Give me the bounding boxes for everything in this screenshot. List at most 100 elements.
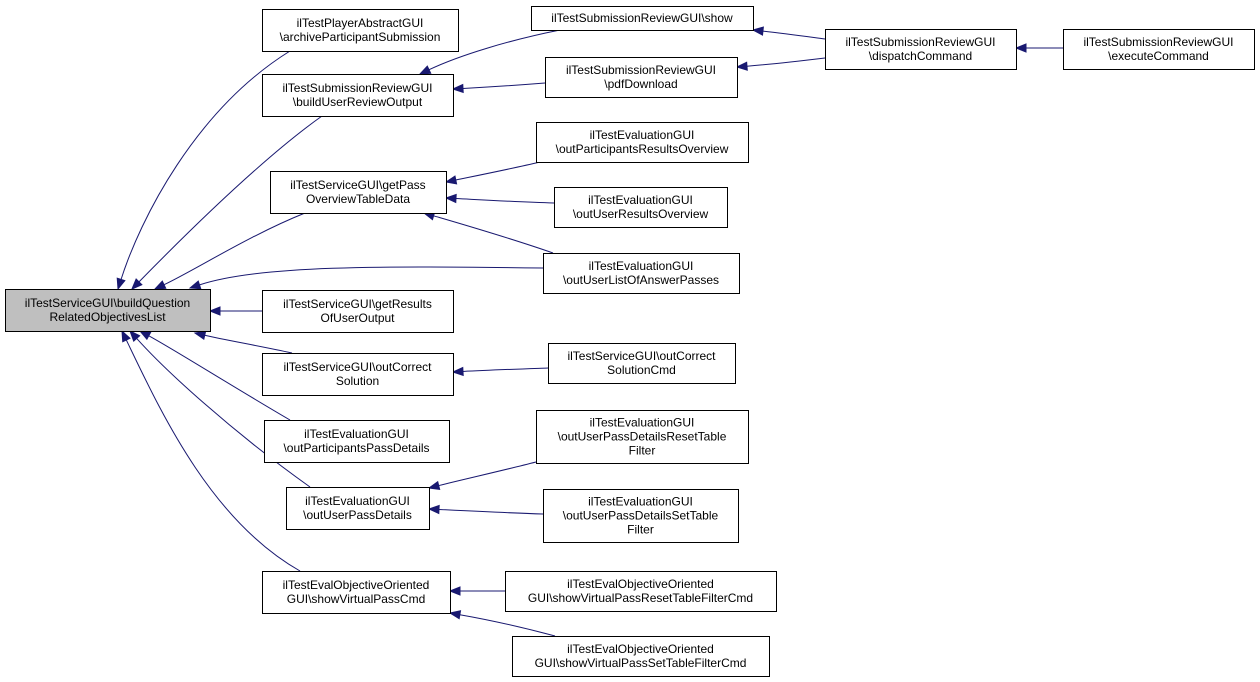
edge-n12-root <box>193 330 293 354</box>
node-label-line: ilTestEvaluationGUI <box>588 495 693 509</box>
node-iltestevaluationgui-outuserresultsoverview[interactable]: ilTestEvaluationGUI\outUserResultsOvervi… <box>554 187 728 228</box>
node-iltestsubmissionreviewgui-dispatchcommand[interactable]: ilTestSubmissionReviewGUI\dispatchComman… <box>825 29 1017 70</box>
node-iltestplayerabstractgui-archiveparticipantsubmission[interactable]: ilTestPlayerAbstractGUI\archiveParticipa… <box>262 9 459 52</box>
node-label-line: ilTestServiceGUI\buildQuestion <box>25 296 190 310</box>
node-box <box>262 571 451 614</box>
node-label-line: ilTestEvalObjectiveOriented <box>567 642 714 656</box>
node-iltestevaluationgui-outuserlistofanswerpasses[interactable]: ilTestEvaluationGUI\outUserListOfAnswerP… <box>543 253 740 294</box>
edge-n13-n12 <box>451 366 549 377</box>
node-label-line: ilTestServiceGUI\outCorrect <box>567 349 716 363</box>
node-box <box>548 343 736 384</box>
edges-layer <box>116 26 1063 637</box>
node-label-line: \outParticipantsResultsOverview <box>556 142 729 156</box>
node-label-line: \executeCommand <box>1108 49 1209 63</box>
node-box <box>262 290 454 333</box>
arrowhead-icon <box>418 65 432 75</box>
arrowhead-icon <box>131 278 143 290</box>
node-box <box>264 420 450 463</box>
node-iltestevalobjectiveorientedgui-showvirtualpasssettablefiltercmd[interactable]: ilTestEvalObjectiveOrientedGUI\showVirtu… <box>512 636 770 677</box>
node-label-line: GUI\showVirtualPassCmd <box>287 592 426 606</box>
node-label-line: Filter <box>627 523 654 537</box>
edge-n10-root <box>188 266 544 290</box>
node-box <box>545 57 738 98</box>
edge-line <box>438 461 537 487</box>
node-label-line: \outUserPassDetailsResetTable <box>558 430 727 444</box>
node-label-line: ilTestEvaluationGUI <box>590 416 695 430</box>
node-label-line: ilTestEvaluationGUI <box>588 193 693 207</box>
arrowhead-icon <box>193 330 207 341</box>
node-label-line: ilTestServiceGUI\outCorrect <box>283 360 432 374</box>
edge-n15-root <box>129 329 311 488</box>
edge-n5-n3 <box>751 26 826 40</box>
node-iltestsubmissionreviewgui-show[interactable]: ilTestSubmissionReviewGUI\show <box>531 6 754 31</box>
node-box <box>262 9 459 52</box>
node-label-line: OfUserOutput <box>320 311 395 325</box>
edge-n18-root <box>121 329 301 572</box>
node-iltestevaluationgui-outparticipantspassdetails[interactable]: ilTestEvaluationGUI\outParticipantsPassD… <box>264 420 450 463</box>
node-iltestevalobjectiveorientedgui-showvirtualpasscmd[interactable]: ilTestEvalObjectiveOrientedGUI\showVirtu… <box>262 571 451 614</box>
node-label-line: \buildUserReviewOutput <box>293 95 423 109</box>
node-label-line: \outUserPassDetailsSetTable <box>563 509 719 523</box>
node-iltestevaluationgui-outuserpassdetailsresettablefilter[interactable]: ilTestEvaluationGUI\outUserPassDetailsRe… <box>536 410 749 464</box>
arrowhead-icon <box>121 329 131 343</box>
node-box <box>1063 29 1255 70</box>
node-iltestevaluationgui-outparticipantsresultsoverview[interactable]: ilTestEvaluationGUI\outParticipantsResul… <box>536 122 749 163</box>
node-box <box>512 636 770 677</box>
node-label-line: ilTestSubmissionReviewGUI <box>282 81 432 95</box>
arrowhead-icon <box>751 26 764 36</box>
node-label-line: SolutionCmd <box>607 363 676 377</box>
edge-line <box>136 338 311 488</box>
arrowhead-icon <box>735 61 748 71</box>
edge-line <box>163 212 306 286</box>
node-box <box>270 171 447 214</box>
node-box <box>286 487 430 530</box>
node-label-line: ilTestEvaluationGUI <box>590 128 695 142</box>
node-iltestservicegui-getpassoverviewtabledata[interactable]: ilTestServiceGUI\getPassOverviewTableDat… <box>270 171 447 214</box>
node-iltestevaluationgui-outuserpassdetails[interactable]: ilTestEvaluationGUI\outUserPassDetails <box>286 487 430 530</box>
edge-n17-n15 <box>427 504 544 515</box>
edge-n7-root <box>153 212 306 290</box>
node-iltestevaluationgui-outuserpassdetailssettablefilter[interactable]: ilTestEvaluationGUI\outUserPassDetailsSe… <box>543 489 739 543</box>
node-label-line: OverviewTableData <box>306 192 410 206</box>
edge-line <box>462 367 549 372</box>
edge-n9-n7 <box>444 193 555 204</box>
node-box <box>536 410 749 464</box>
node-box <box>554 187 728 228</box>
arrowhead-icon <box>448 610 462 620</box>
edge-n20-n18 <box>448 610 556 637</box>
node-iltestsubmissionreviewgui-executecommand[interactable]: ilTestSubmissionReviewGUI\executeCommand <box>1063 29 1255 70</box>
edge-line <box>438 508 544 515</box>
node-iltestsubmissionreviewgui-pdfdownload[interactable]: ilTestSubmissionReviewGUI\pdfDownload <box>545 57 738 98</box>
edge-n5-n4 <box>735 57 826 71</box>
edge-n8-n7 <box>444 161 541 185</box>
edge-line <box>462 82 546 89</box>
node-label-line: RelatedObjectivesList <box>49 310 166 324</box>
node-label-line: ilTestPlayerAbstractGUI <box>297 16 424 30</box>
node-iltestevalobjectiveorientedgui-showvirtualpassresettablefiltercmd[interactable]: ilTestEvalObjectiveOrientedGUI\showVirtu… <box>505 571 777 612</box>
arrowhead-icon <box>451 83 464 94</box>
node-label-line: \archiveParticipantSubmission <box>280 30 441 44</box>
edge-line <box>148 335 291 421</box>
edge-n16-n15 <box>427 461 537 491</box>
focus-node-iltestservicegui-buildquestionrelatedobjectiveslist[interactable]: ilTestServiceGUI\buildQuestionRelatedObj… <box>5 289 211 332</box>
node-label-line: GUI\showVirtualPassResetTableFilterCmd <box>528 591 753 605</box>
arrowhead-icon <box>451 366 464 377</box>
arrowhead-icon <box>444 193 457 204</box>
node-label-line: GUI\showVirtualPassSetTableFilterCmd <box>535 656 747 670</box>
edge-n4-n2 <box>451 82 546 94</box>
edge-line <box>138 115 323 283</box>
node-label-line: \pdfDownload <box>604 77 677 91</box>
node-label-line: ilTestEvaluationGUI <box>305 494 410 508</box>
arrowhead-icon <box>129 329 141 342</box>
node-label-line: ilTestServiceGUI\getResults <box>283 297 432 311</box>
node-label-line: \outParticipantsPassDetails <box>283 441 429 455</box>
edge-line <box>204 334 293 354</box>
edge-line <box>762 30 826 40</box>
node-box <box>536 122 749 163</box>
edge-line <box>120 50 291 280</box>
nodes-layer: ilTestServiceGUI\buildQuestionRelatedObj… <box>5 6 1255 677</box>
node-iltestsubmissionreviewgui-builduserreviewoutput[interactable]: ilTestSubmissionReviewGUI\buildUserRevie… <box>262 74 454 117</box>
